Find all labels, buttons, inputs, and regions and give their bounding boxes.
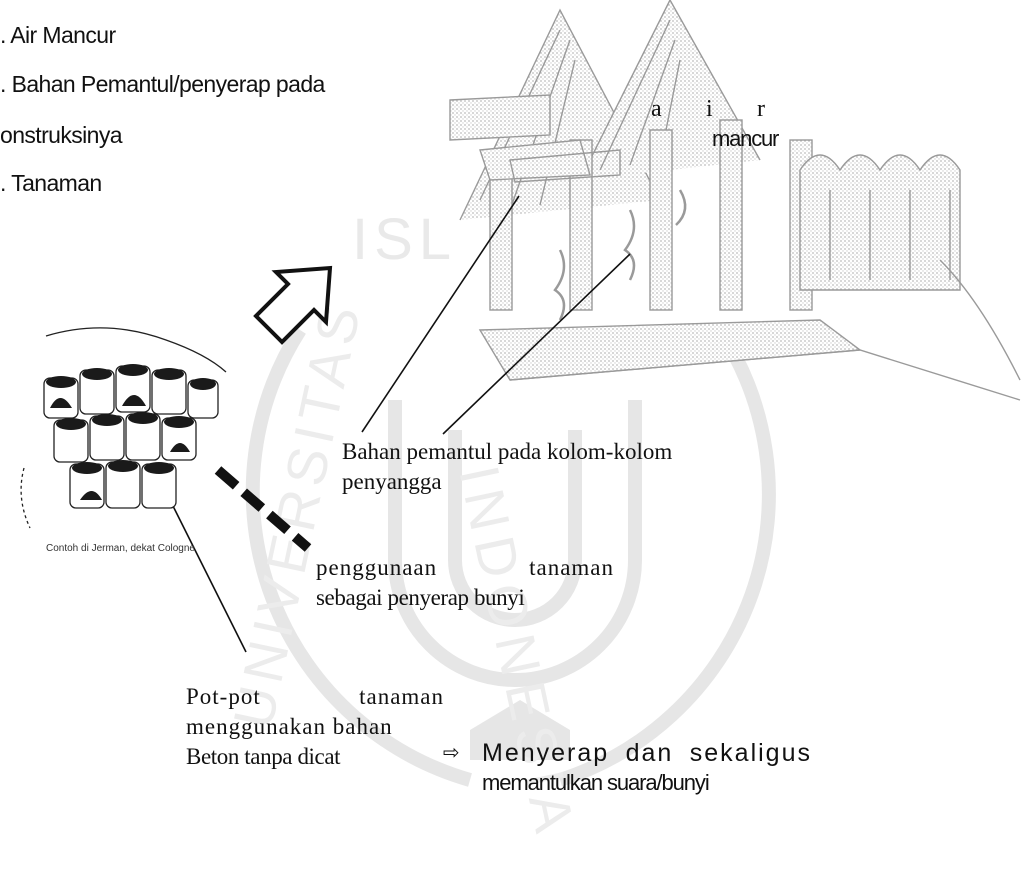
plant-pots-photo — [10, 318, 250, 558]
leader-line-column-2 — [443, 254, 630, 434]
caption-pot-line2: menggunakan bahan — [186, 712, 444, 742]
caption-bahan-line2: penyangga — [342, 467, 672, 497]
caption-menyerap: Menyerap dan sekaligus memantulkan suara… — [482, 738, 812, 798]
photo-caption: Contoh di Jerman, dekat Cologne — [46, 543, 195, 554]
caption-bahan-pemantul: Bahan pemantul pada kolom-kolom penyangg… — [342, 437, 672, 497]
caption-penggunaan-word1: penggunaan — [316, 553, 437, 583]
caption-penggunaan-line2: sebagai penyerap bunyi — [316, 583, 614, 613]
caption-pot-word1: Pot-pot — [186, 682, 261, 712]
caption-bahan-line1: Bahan pemantul pada kolom-kolom — [342, 437, 672, 467]
leader-line-column-1 — [362, 196, 519, 432]
caption-penggunaan: penggunaan tanaman sebagai penyerap buny… — [316, 553, 614, 613]
caption-menyerap-line2: memantulkan suara/bunyi — [482, 768, 812, 798]
caption-pot-line1: Pot-pot tanaman — [186, 682, 444, 712]
caption-pot-pot: Pot-pot tanaman menggunakan bahan Beton … — [186, 682, 444, 772]
caption-menyerap-word3: sekaligus — [690, 738, 812, 768]
caption-pot-word2: tanaman — [359, 682, 444, 712]
caption-menyerap-line1: Menyerap dan sekaligus — [482, 738, 812, 768]
caption-penggunaan-line1: penggunaan tanaman — [316, 553, 614, 583]
right-arrow-icon: ⇨ — [443, 740, 460, 764]
caption-penggunaan-word2: tanaman — [529, 553, 614, 583]
caption-menyerap-word1: Menyerap — [482, 738, 609, 768]
caption-pot-line3: Beton tanpa dicat — [186, 742, 444, 772]
caption-menyerap-word2: dan — [626, 738, 674, 768]
